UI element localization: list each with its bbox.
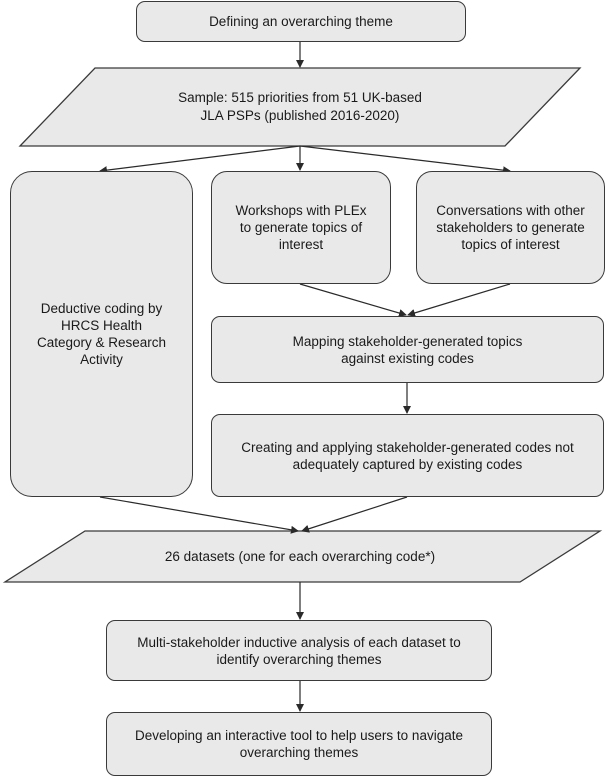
node-mapping: Mapping stakeholder-generated topics aga…	[211, 316, 604, 383]
arrow-sample-to-deductive	[99, 145, 301, 175]
node-creating-codes: Creating and applying stakeholder-genera…	[211, 414, 604, 497]
node-datasets: 26 datasets (one for each overarching co…	[60, 531, 540, 582]
node-interactive-tool-label: Developing an interactive tool to help u…	[135, 728, 463, 760]
node-workshops: Workshops with PLEx to generate topics o…	[211, 171, 391, 284]
node-defining-theme: Defining an overarching theme	[136, 1, 466, 42]
node-inductive-analysis-label: Multi-stakeholder inductive analysis of …	[137, 634, 461, 667]
node-sample-label: Sample: 515 priorities from 51 UK-based …	[178, 90, 422, 123]
arrow-conversations-to-mapping	[407, 283, 511, 317]
node-conversations-label: Conversations with other stakeholders to…	[436, 203, 585, 252]
node-inductive-analysis: Multi-stakeholder inductive analysis of …	[106, 620, 492, 681]
node-deductive-coding-label: Deductive coding by HRCS Health Category…	[36, 301, 167, 367]
node-mapping-label: Mapping stakeholder-generated topics aga…	[292, 333, 523, 366]
sample-shape	[18, 67, 582, 147]
arrow-workshops-to-mapping	[299, 283, 407, 317]
arrow-sample-to-conversations	[299, 145, 511, 175]
node-defining-theme-label: Defining an overarching theme	[209, 14, 393, 29]
node-creating-codes-label: Creating and applying stakeholder-genera…	[241, 439, 574, 472]
node-deductive-coding: Deductive coding by HRCS Health Category…	[10, 171, 193, 497]
node-workshops-label: Workshops with PLEx to generate topics o…	[235, 203, 367, 252]
arrow-deductive-to-datasets	[99, 496, 299, 534]
node-datasets-label: 26 datasets (one for each overarching co…	[164, 549, 436, 564]
node-sample: Sample: 515 priorities from 51 UK-based …	[60, 68, 540, 146]
node-interactive-tool: Developing an interactive tool to help u…	[106, 712, 492, 776]
node-conversations: Conversations with other stakeholders to…	[416, 171, 605, 284]
arrow-creating-to-datasets	[301, 496, 408, 533]
datasets-shape	[2, 530, 603, 583]
